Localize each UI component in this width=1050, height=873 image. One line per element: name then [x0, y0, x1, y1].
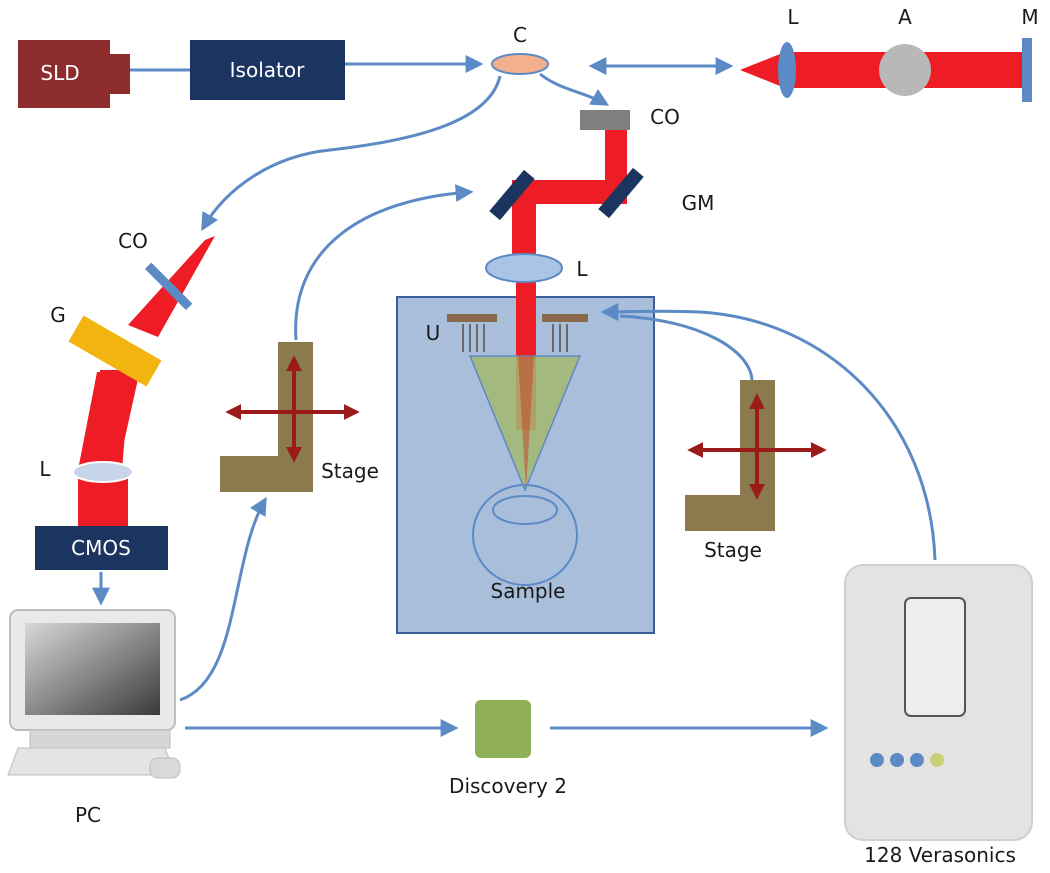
pc-label: PC — [75, 803, 101, 827]
cmos-label: CMOS — [71, 536, 131, 560]
fiber-coupler — [491, 53, 549, 75]
stage-left-label: Stage — [321, 459, 379, 483]
collimator-left-label: CO — [118, 229, 148, 253]
sample-label: Sample — [491, 579, 566, 603]
spectrometer-lens — [72, 461, 134, 483]
mirror-label: M — [1021, 5, 1038, 29]
discovery-daq — [475, 700, 531, 758]
galvo-mirror-2 — [598, 167, 644, 219]
sld-label: SLD — [40, 61, 79, 85]
objective-lens — [485, 253, 563, 283]
beam-in-cone — [518, 356, 534, 490]
spectrometer-lens-label: L — [39, 457, 51, 481]
left-stage-arrows — [225, 355, 360, 463]
verasonics-system — [844, 564, 1033, 841]
ref-lens-label: L — [787, 5, 799, 29]
grating-label: G — [50, 303, 66, 327]
right-stage-arrows — [687, 393, 827, 500]
reference-lens — [778, 42, 796, 98]
cmos-camera — [35, 526, 168, 570]
transducer-elements-left — [462, 324, 485, 352]
reference-mirror — [1022, 38, 1032, 102]
sample-beam-vertical-top — [605, 125, 627, 195]
pc-computer — [7, 609, 181, 779]
sample-eye-cornea — [492, 495, 558, 525]
isolator-label: Isolator — [230, 58, 305, 82]
galvo-mirror-1 — [489, 169, 535, 221]
transducer-elements-right — [552, 324, 568, 352]
sample-eye — [472, 484, 578, 586]
spectrometer-beam-cone — [78, 372, 130, 470]
attenuator-label: A — [898, 5, 912, 29]
stage-right-label: Stage — [704, 538, 762, 562]
transducer-label: U — [426, 321, 441, 345]
transducer-left — [447, 314, 497, 322]
spectrometer-collimator — [144, 262, 193, 311]
isolator — [190, 40, 345, 100]
fiber-connections — [92, 55, 937, 737]
transducer-right — [542, 314, 588, 322]
daq-label: Discovery 2 — [449, 774, 567, 798]
right-stage-base — [685, 495, 775, 531]
verasonics-label: 128 Verasonics — [864, 843, 1016, 867]
objective-lens-label: L — [576, 257, 588, 281]
sld-connector — [110, 54, 130, 94]
galvo-label: GM — [682, 191, 715, 215]
left-stage-base — [220, 456, 313, 492]
sample-collimator — [580, 110, 630, 130]
attenuator — [879, 44, 931, 96]
coupler-label: C — [513, 23, 527, 47]
collimator-top-label: CO — [650, 105, 680, 129]
sld-source — [18, 40, 110, 108]
sample-beam-down — [512, 192, 536, 262]
grating — [68, 315, 162, 387]
